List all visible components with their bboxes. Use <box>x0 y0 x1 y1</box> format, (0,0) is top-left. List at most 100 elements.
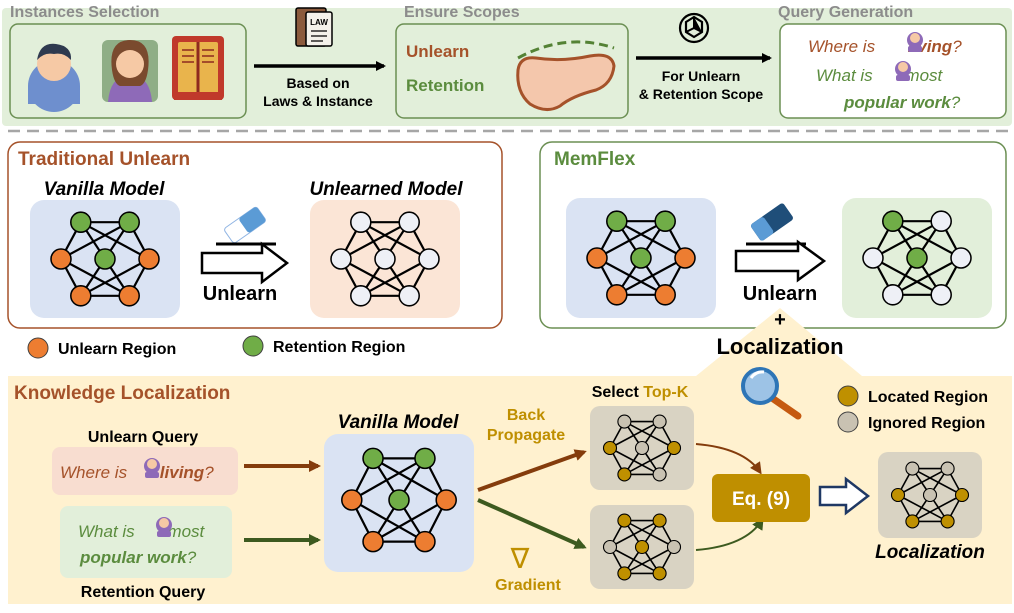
gradient-arrow <box>477 498 587 549</box>
for-line1: For Unlearn <box>662 68 741 84</box>
network-node <box>362 447 384 470</box>
network-node <box>950 247 972 269</box>
network-node <box>414 530 436 553</box>
network-edge <box>892 257 962 296</box>
unlearn-query-text: Where is living? <box>60 463 214 482</box>
network-node <box>652 566 667 581</box>
network-edge <box>596 220 666 259</box>
network-edge <box>616 220 686 259</box>
network-edge <box>609 447 660 476</box>
select-topk-label: Select Top-K <box>592 384 689 401</box>
network-node <box>954 487 970 503</box>
network-node <box>617 414 632 429</box>
unlearned-label: Unlearned Model <box>309 179 463 200</box>
network-edge <box>892 220 962 259</box>
unlearn-arrow-label-2: Unlearn <box>743 283 817 305</box>
based-on-line2: Laws & Instance <box>263 93 373 109</box>
network-node <box>435 489 457 511</box>
eq9-box <box>712 474 810 522</box>
topk-upper-network <box>602 414 682 482</box>
network-node <box>388 489 410 511</box>
back-propagate-arrow <box>477 449 587 492</box>
unlearn-query-box <box>52 447 238 495</box>
person-icon-uq <box>144 458 160 478</box>
network-node <box>652 467 667 482</box>
network-node <box>398 285 420 307</box>
retention-query-label: Retention Query <box>81 584 206 601</box>
retention-query-box <box>60 506 232 578</box>
network-node <box>882 210 904 232</box>
network-node <box>330 248 352 270</box>
network-node <box>341 489 363 511</box>
network-edge <box>340 221 410 260</box>
retention-query-text-1: What is most <box>78 522 206 541</box>
network-edge <box>624 447 675 476</box>
back-line2: Propagate <box>487 427 565 444</box>
lower-to-eq-arrow <box>695 517 764 551</box>
network-node <box>654 284 676 306</box>
eq-to-localization-arrow <box>818 476 871 516</box>
network-node <box>940 461 955 476</box>
unlearn-hollow-arrow-2 <box>734 239 827 283</box>
network-node <box>362 530 384 553</box>
legend-located-swatch <box>837 385 859 407</box>
person-icon-rq <box>156 517 172 537</box>
memflex-vanilla-network <box>586 210 696 306</box>
topk-lower-network <box>602 513 682 581</box>
traditional-title: Traditional Unlearn <box>18 149 190 170</box>
localization-result-label: Localization <box>875 542 985 563</box>
network-node <box>602 539 618 555</box>
network-node <box>905 461 920 476</box>
unlearn-arrow-label-1: Unlearn <box>203 283 277 305</box>
book-icon <box>172 36 224 100</box>
knowledge-title: Knowledge Localization <box>14 383 230 404</box>
memflex-localization: Localization <box>716 334 843 359</box>
network-node <box>930 284 952 306</box>
network-edge <box>872 220 942 259</box>
person-icon-q1 <box>907 32 923 52</box>
network-node <box>350 285 372 307</box>
network-edge <box>351 457 426 501</box>
memflex-plus: + <box>774 309 786 331</box>
scope-blob-icon <box>516 40 616 111</box>
network-node <box>940 514 955 529</box>
man-avatar-icon <box>28 43 80 112</box>
network-node <box>70 285 92 307</box>
network-node <box>617 467 632 482</box>
legend-retention-label: Retention Region <box>273 339 405 356</box>
legend-located-label: Located Region <box>868 389 988 406</box>
network-edge <box>609 519 660 548</box>
legend-retention-swatch <box>242 335 264 357</box>
network-edge <box>360 258 430 297</box>
network-node <box>586 247 608 269</box>
network-node <box>118 285 140 307</box>
network-node <box>94 248 116 270</box>
network-node <box>674 247 696 269</box>
network-edge <box>624 420 675 449</box>
network-node <box>617 513 632 528</box>
network-node <box>654 210 676 232</box>
scopes-title: Ensure Scopes <box>404 4 520 21</box>
network-node <box>398 211 420 233</box>
network-node <box>70 211 92 233</box>
network-node <box>138 248 160 270</box>
unlearn-hollow-arrow-1 <box>200 241 290 285</box>
vanilla-network <box>50 211 160 307</box>
knowledge-vanilla-network <box>341 447 457 553</box>
network-edge <box>897 467 948 496</box>
unlearned-network <box>330 211 440 307</box>
top-query-2b: popular work? <box>843 93 961 112</box>
network-node <box>350 211 372 233</box>
network-edge <box>912 467 963 496</box>
network-node <box>118 211 140 233</box>
top-query-1: Where is living? <box>808 37 962 56</box>
legend-unlearn-label: Unlearn Region <box>58 341 176 358</box>
instances-title: Instances Selection <box>10 4 159 21</box>
knowledge-vanilla-label: Vanilla Model <box>338 412 459 433</box>
network-edge <box>372 499 447 543</box>
network-node <box>606 284 628 306</box>
network-node <box>890 487 906 503</box>
scope-unlearn-label: Unlearn <box>406 42 469 61</box>
unlearn-query-label: Unlearn Query <box>88 429 198 446</box>
